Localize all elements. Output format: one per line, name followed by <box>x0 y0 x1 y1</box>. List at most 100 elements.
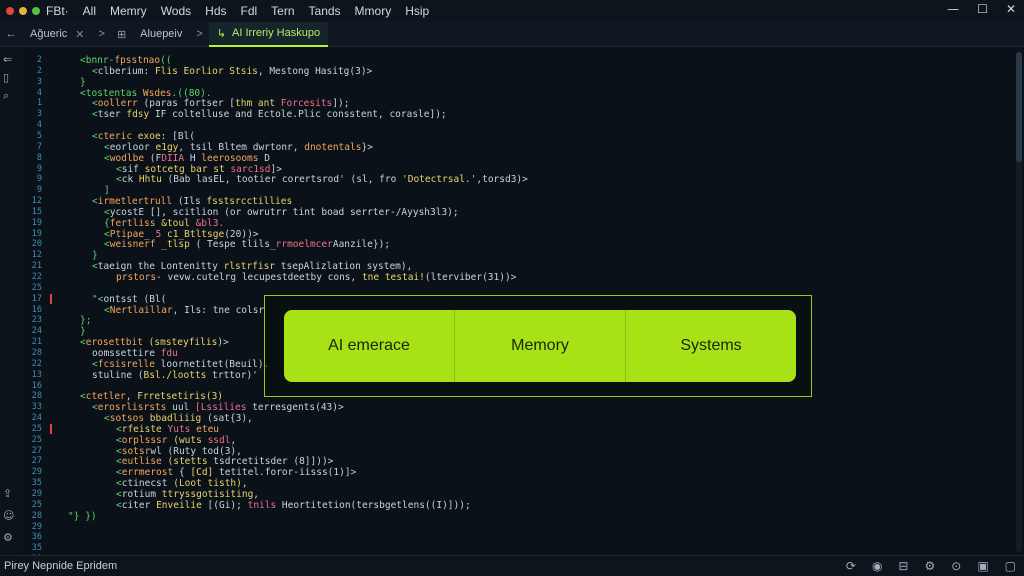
code-line[interactable]: <cteric exoe: [Bl( <box>92 131 195 142</box>
back-icon[interactable]: ⇐ <box>3 53 13 66</box>
layout-icon[interactable]: ▣ <box>977 559 989 573</box>
code-line[interactable]: {fertliss &toul &bl3. <box>104 218 224 229</box>
status-bar: Pirey Nepnide Epridem ⟳ ◉ ⊟ ⚙ ⊙ ▣ ▢ <box>0 555 1024 576</box>
banner-segment-memory[interactable]: Memory <box>455 310 626 382</box>
code-line[interactable]: <wodlbe (FDIIA H leerosooms D <box>104 153 270 164</box>
menu-item[interactable]: Tern <box>271 4 295 18</box>
code-line[interactable]: <rotium ttryssgotisiting, <box>116 489 259 500</box>
code-line[interactable]: <ctetler, Frretsetiris(3) <box>80 391 223 402</box>
settings-icon[interactable]: ⚙ <box>3 531 13 544</box>
code-token: sotcetg bar st <box>144 163 225 175</box>
menu-item[interactable]: Wods <box>160 4 192 18</box>
code-line[interactable]: <fcsisrelle loornetitet(Beuil). <box>92 359 269 370</box>
menu-item[interactable]: Tands <box>308 4 341 18</box>
code-token: eteu <box>196 423 220 435</box>
code-line[interactable]: stuline (Bsl./lootts trttor)' <box>92 370 258 381</box>
error-marker[interactable] <box>50 423 52 434</box>
code-line[interactable]: } <box>80 77 86 88</box>
code-line[interactable]: <errmerost { [Cd] tetitel.foror-iisss(1)… <box>116 467 356 478</box>
tab-ai-memory-active[interactable]: ↳ AI Irreriy Haskupo <box>208 21 329 47</box>
line-number: 29 <box>31 489 42 499</box>
line-number: 24 <box>31 413 42 424</box>
menu-item[interactable]: Mmory <box>354 4 392 18</box>
code-line[interactable]: <eorloor e1gy, tsil Bltem dwrtonr, dnote… <box>104 142 373 153</box>
code-line[interactable]: <Nertlaillar, Ils: tne colsr <box>104 305 264 316</box>
line-number: 25 <box>31 499 42 510</box>
sync-icon[interactable]: ⟳ <box>845 559 856 573</box>
code-editor[interactable]: <bnnr-fpsstnao((<clberium: Flis Eorlior … <box>56 47 1006 555</box>
code-line[interactable]: <ycostE [], scitlion (or owrutrr tint bo… <box>104 207 459 218</box>
code-token: "< <box>92 293 104 305</box>
code-line[interactable]: <oollerr (paras fortser [thm ant Forcesi… <box>92 98 349 109</box>
menu-item[interactable]: Fdl <box>240 4 258 18</box>
account-icon[interactable]: ☺ <box>3 509 15 522</box>
code-line[interactable]: <ctinecst (Loot tisth), <box>116 478 248 489</box>
extensions-icon[interactable]: ⇪ <box>3 487 13 500</box>
code-line[interactable]: }; <box>80 315 91 326</box>
close-icon[interactable]: ✕ <box>1005 2 1016 16</box>
code-line[interactable]: prstors- vevw.cutelrg lecupestdeetby con… <box>116 272 516 283</box>
sidebar-icon[interactable]: ▢ <box>1004 559 1016 573</box>
search-icon[interactable]: ⌕ <box>3 89 10 102</box>
code-token: leerosooms <box>201 152 259 164</box>
menu-item[interactable]: Hsip <box>405 4 430 18</box>
split-icon[interactable]: ⊟ <box>898 559 909 573</box>
code-line[interactable]: <Ptipae_ 5 c1_Btltsge(20))> <box>104 229 259 240</box>
code-line[interactable]: <ck Hhtu (Bab lasEL, tootier corertsrod'… <box>116 174 528 185</box>
tab-aluepeiv[interactable]: Aluepeiv <box>132 22 190 47</box>
code-line[interactable]: <orplsssr (wuts ssdl, <box>116 435 236 446</box>
code-line[interactable]: <tser fdsy IF coltelluse and Ectole.Plic… <box>92 109 447 120</box>
code-token: Frretsetiris(3) <box>137 391 224 403</box>
code-token: Flis Eorlior Stsis <box>154 65 258 77</box>
split-editor-icon[interactable]: ⊞ <box>116 28 127 41</box>
tab-close-icon[interactable]: ✕ <box>75 28 85 41</box>
code-line[interactable]: <irmetlertrull (Ils fsstsrcctillies <box>92 196 292 207</box>
code-line[interactable]: } <box>92 250 98 261</box>
code-line[interactable]: <sotsrwl (Ruty tod(3), <box>116 446 242 457</box>
code-line[interactable]: <sif sotcetg bar st sarc1sd]> <box>116 164 282 175</box>
code-line[interactable]: } <box>80 326 86 337</box>
code-line[interactable]: <eutlise (stetts tsdrcetitsder (8]]))> <box>116 456 333 467</box>
code-line[interactable]: <citer Enveilie [(Gi); tnils Heortitetio… <box>116 500 471 511</box>
tab-bar: ← Ağueric ✕ > ⊞ Aluepeiv > ↳ AI Irreriy … <box>0 21 1024 47</box>
settings-icon[interactable]: ⚙ <box>924 559 936 573</box>
code-line[interactable]: <sotsos bbadliiig (sat{3), <box>104 413 253 424</box>
minimize-dot[interactable] <box>19 7 27 15</box>
code-line[interactable]: <clberium: Flis Eorlior Stsis, Mestong H… <box>92 66 372 77</box>
banner-segment-systems[interactable]: Systems <box>680 337 742 354</box>
scrollbar-thumb[interactable] <box>1016 52 1022 162</box>
code-line[interactable]: "} }) <box>68 511 97 522</box>
banner-segment-ai[interactable]: AI emerace <box>284 310 455 382</box>
close-dot[interactable] <box>6 7 14 15</box>
code-line[interactable]: <bnnr-fpsstnao(( <box>80 55 172 66</box>
editor-scrollbar[interactable] <box>1016 52 1022 552</box>
code-token: Ptipae <box>109 228 145 240</box>
minimize-icon[interactable]: — <box>947 2 960 16</box>
code-token: < <box>104 141 110 153</box>
code-line[interactable]: ] <box>104 185 110 196</box>
line-number: 3 <box>36 109 42 120</box>
code-line[interactable]: <erosrlisrsts uul [Lssilies terresgents(… <box>92 402 344 413</box>
menu-item[interactable]: All <box>82 4 97 18</box>
code-line[interactable]: <tostentas Wsdes.((80). <box>80 88 212 99</box>
tab-ageric[interactable]: Ağueric ✕ <box>22 22 93 47</box>
bell-icon[interactable]: ◉ <box>871 559 883 573</box>
code-line[interactable]: <rfeiste Yuts eteu <box>116 424 219 435</box>
line-number: 29 <box>31 467 42 478</box>
account-icon[interactable]: ⊙ <box>951 559 962 573</box>
menu-item[interactable]: Memry <box>110 4 147 18</box>
code-token: &bl3. <box>195 217 225 229</box>
code-line[interactable]: <erosettbit (smsteyfilis)> <box>80 337 229 348</box>
error-marker[interactable] <box>50 293 52 304</box>
back-arrow-icon[interactable]: ← <box>5 28 17 40</box>
maximize-dot[interactable] <box>32 7 40 15</box>
explorer-icon[interactable]: ▯ <box>3 71 10 84</box>
menu-item[interactable]: FBt· <box>46 4 69 18</box>
menu-item[interactable]: Hds <box>205 4 227 18</box>
code-line[interactable]: <weisnerf _tlsp ( Tespe tlils_rrmoelmcer… <box>104 239 390 250</box>
code-line[interactable]: oomssettire fdu <box>92 348 178 359</box>
line-number: 33 <box>31 402 42 413</box>
code-line[interactable]: <taeign the Lontenitty rlstrfisr tsepAli… <box>92 261 412 272</box>
maximize-icon[interactable]: ☐ <box>977 2 988 16</box>
code-line[interactable]: "<ontsst (Bl( <box>92 294 166 305</box>
